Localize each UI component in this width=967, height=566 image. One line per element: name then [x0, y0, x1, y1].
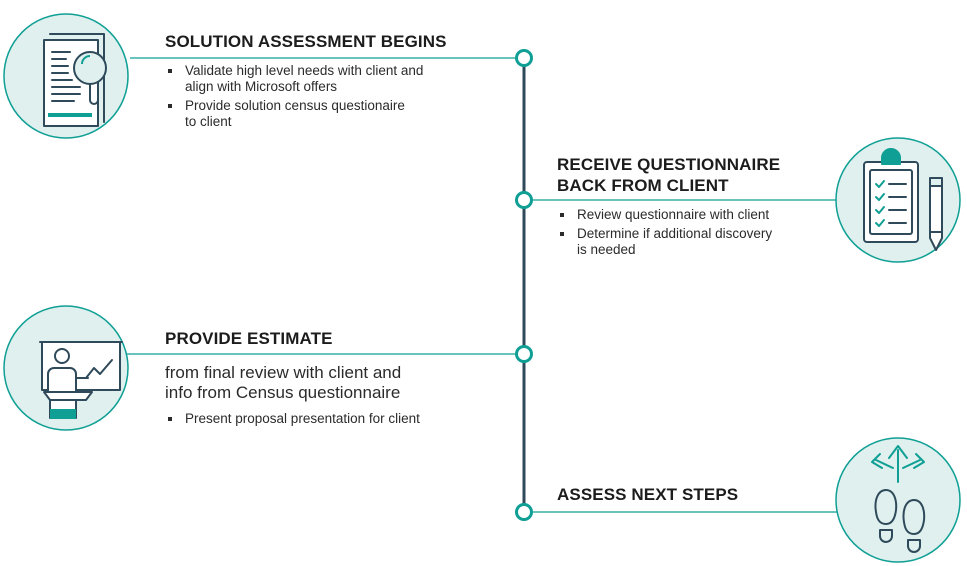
- step-1-title: SOLUTION ASSESSMENT BEGINS: [165, 32, 447, 51]
- bullet: Present proposal presentation for client: [165, 411, 495, 427]
- step-2-title-line: RECEIVE QUESTIONNAIRE: [557, 155, 781, 174]
- footsteps-directions-icon: [835, 437, 961, 563]
- step-2-title: RECEIVE QUESTIONNAIRE BACK FROM CLIENT: [557, 154, 780, 196]
- timeline-node-4: [515, 503, 533, 521]
- step-2-bullets: Review questionnaire with client Determi…: [557, 207, 827, 261]
- bullet-line: align with Microsoft offers: [185, 79, 338, 94]
- bullet-line: Present proposal presentation for client: [185, 411, 420, 426]
- step-1-bullets: Validate high level needs with client an…: [165, 63, 495, 133]
- bullet: Provide solution census questionaire to …: [165, 98, 495, 130]
- bullet-line: is needed: [577, 242, 636, 257]
- step-3-title: PROVIDE ESTIMATE: [165, 329, 333, 348]
- timeline-node-3: [515, 345, 533, 363]
- step-3-subtitle: from final review with client and info f…: [165, 363, 401, 403]
- bullet-line: Determine if additional discovery: [577, 226, 773, 241]
- step-3-subtitle-line: from final review with client and: [165, 363, 402, 382]
- step-4-title: ASSESS NEXT STEPS: [557, 485, 739, 504]
- bullet: Validate high level needs with client an…: [165, 63, 495, 95]
- step-3-bullets: Present proposal presentation for client: [165, 411, 495, 430]
- timeline-node-1: [515, 49, 533, 67]
- step-3-subtitle-line: info from Census questionnaire: [165, 383, 401, 402]
- timeline-node-2: [515, 191, 533, 209]
- bullet-line: Provide solution census questionaire: [185, 98, 405, 113]
- bullet: Review questionnaire with client: [557, 207, 827, 223]
- bullet-line: to client: [185, 114, 232, 129]
- presentation-icon: [3, 305, 129, 431]
- document-search-icon: [3, 13, 129, 139]
- bullet-line: Review questionnaire with client: [577, 207, 770, 222]
- bullet: Determine if additional discovery is nee…: [557, 226, 827, 258]
- clipboard-checklist-icon: [835, 137, 961, 263]
- step-2-title-line: BACK FROM CLIENT: [557, 176, 729, 195]
- bullet-line: Validate high level needs with client an…: [185, 63, 424, 78]
